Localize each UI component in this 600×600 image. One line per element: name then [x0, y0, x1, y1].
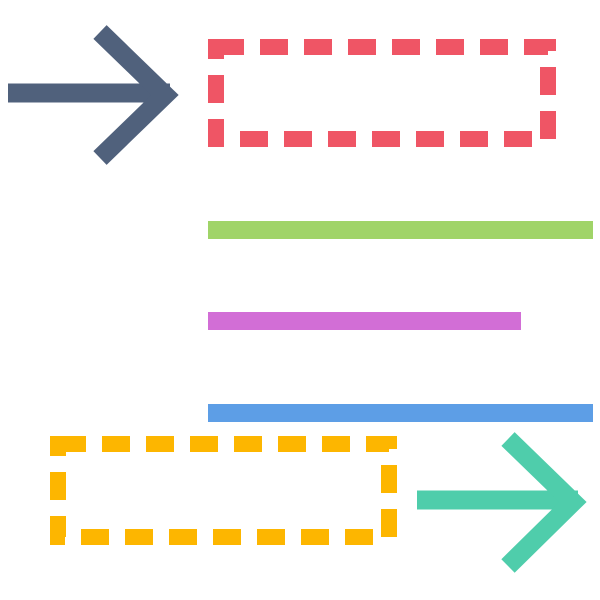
line-bar-purple — [208, 312, 521, 330]
dashed-box-top — [208, 39, 556, 147]
dashed-box-bottom — [50, 436, 397, 545]
arrow-right-icon-bottom — [417, 432, 587, 573]
arrow-right-icon-top — [8, 25, 179, 165]
line-bar-blue — [208, 404, 593, 422]
line-bar-green — [208, 221, 593, 239]
